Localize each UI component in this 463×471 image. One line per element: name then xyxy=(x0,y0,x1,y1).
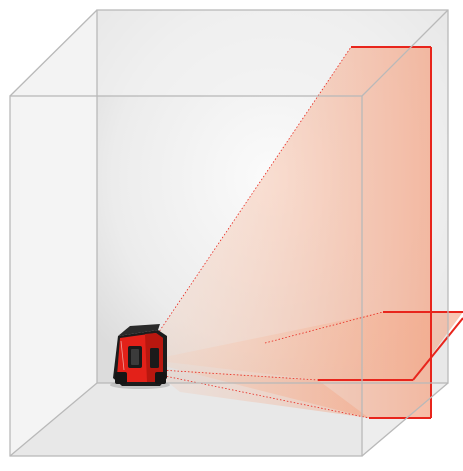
laser-level-scene xyxy=(0,0,463,466)
